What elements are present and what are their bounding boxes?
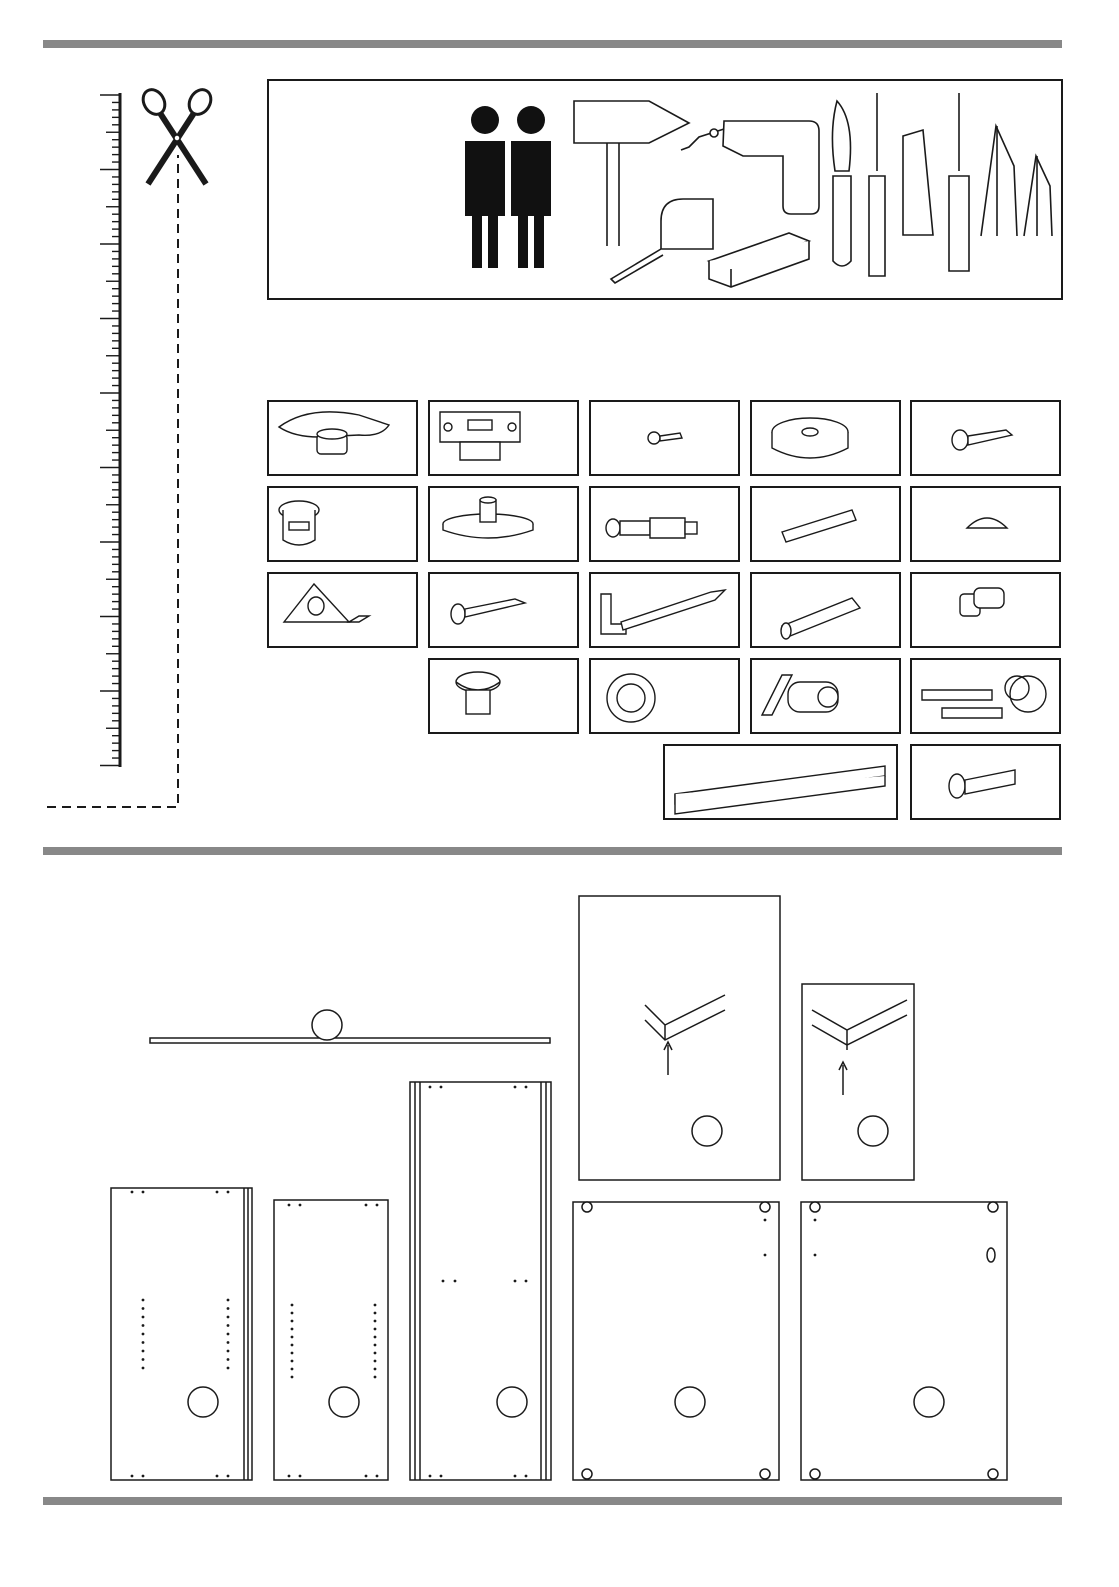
side-panel-b bbox=[274, 1200, 388, 1480]
shelf-strip bbox=[150, 1010, 550, 1043]
back-panel-a bbox=[573, 1202, 779, 1480]
detail-view-b bbox=[802, 984, 914, 1180]
detail-view-a bbox=[579, 896, 780, 1180]
tall-side-panel bbox=[410, 1082, 551, 1480]
back-panel-b bbox=[801, 1202, 1007, 1480]
side-panel-a bbox=[111, 1188, 252, 1480]
